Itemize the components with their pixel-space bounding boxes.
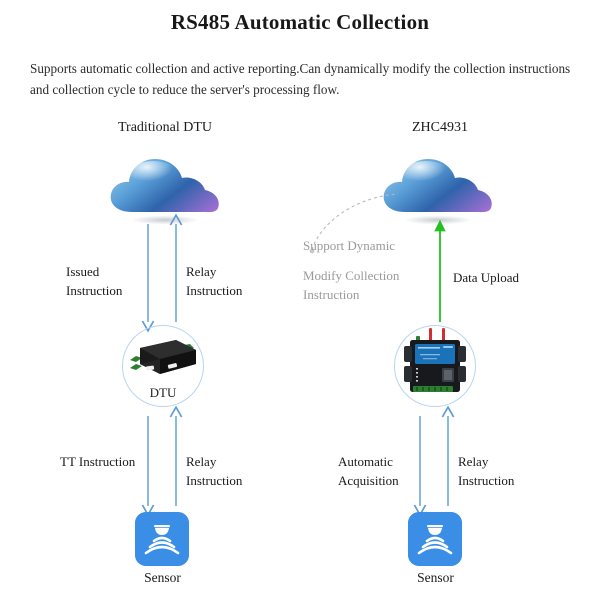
- cloud-icon: [110, 159, 219, 225]
- left-column-heading: Traditional DTU: [118, 120, 212, 135]
- relay-instruction-bottom-right-line2: Instruction: [458, 473, 515, 488]
- relay-instruction-top-line2: Instruction: [186, 283, 243, 298]
- right-column-heading: ZHC4931: [412, 120, 468, 135]
- dtu-device-icon: [130, 340, 196, 374]
- issued-instruction-label: Issued Instruction: [66, 262, 122, 300]
- relay-instruction-top-label: Relay Instruction: [186, 262, 242, 300]
- dtu-device-label: DTU: [149, 385, 177, 400]
- relay-instruction-bottom-left-label: Relay Instruction: [186, 452, 242, 490]
- sensor-label: Sensor: [417, 570, 454, 585]
- relay-instruction-bottom-right-line1: Relay: [458, 454, 489, 469]
- issued-instruction-line2: Instruction: [66, 283, 123, 298]
- support-dynamic-label: Support Dynamic: [303, 238, 396, 253]
- automatic-acquisition-line1: Automatic: [338, 454, 393, 469]
- relay-instruction-bottom-left-line1: Relay: [186, 454, 217, 469]
- relay-instruction-bottom-left-line2: Instruction: [186, 473, 243, 488]
- tt-instruction-label: TT Instruction: [60, 454, 136, 469]
- data-upload-label: Data Upload: [453, 270, 520, 285]
- automatic-acquisition-label: Automatic Acquisition: [338, 452, 399, 490]
- dtu-device-circle: [122, 325, 204, 407]
- zhc4931-device-icon: [404, 328, 466, 392]
- issued-instruction-line1: Issued: [66, 264, 100, 279]
- modify-collection-line1: Modify Collection: [303, 268, 400, 283]
- modify-collection-instruction-label: Modify Collection Instruction: [303, 266, 399, 304]
- sensor-icon: [135, 512, 189, 566]
- sensor-label: Sensor: [144, 570, 181, 585]
- modify-collection-line2: Instruction: [303, 287, 360, 302]
- automatic-acquisition-line2: Acquisition: [338, 473, 399, 488]
- relay-instruction-top-line1: Relay: [186, 264, 217, 279]
- relay-instruction-bottom-right-label: Relay Instruction: [458, 452, 514, 490]
- page-title: RS485 Automatic Collection: [170, 10, 430, 34]
- page-description: Supports automatic collection and active…: [30, 61, 571, 97]
- cloud-icon: [383, 159, 492, 225]
- sensor-icon: [408, 512, 462, 566]
- zhc4931-device-circle: [394, 325, 476, 407]
